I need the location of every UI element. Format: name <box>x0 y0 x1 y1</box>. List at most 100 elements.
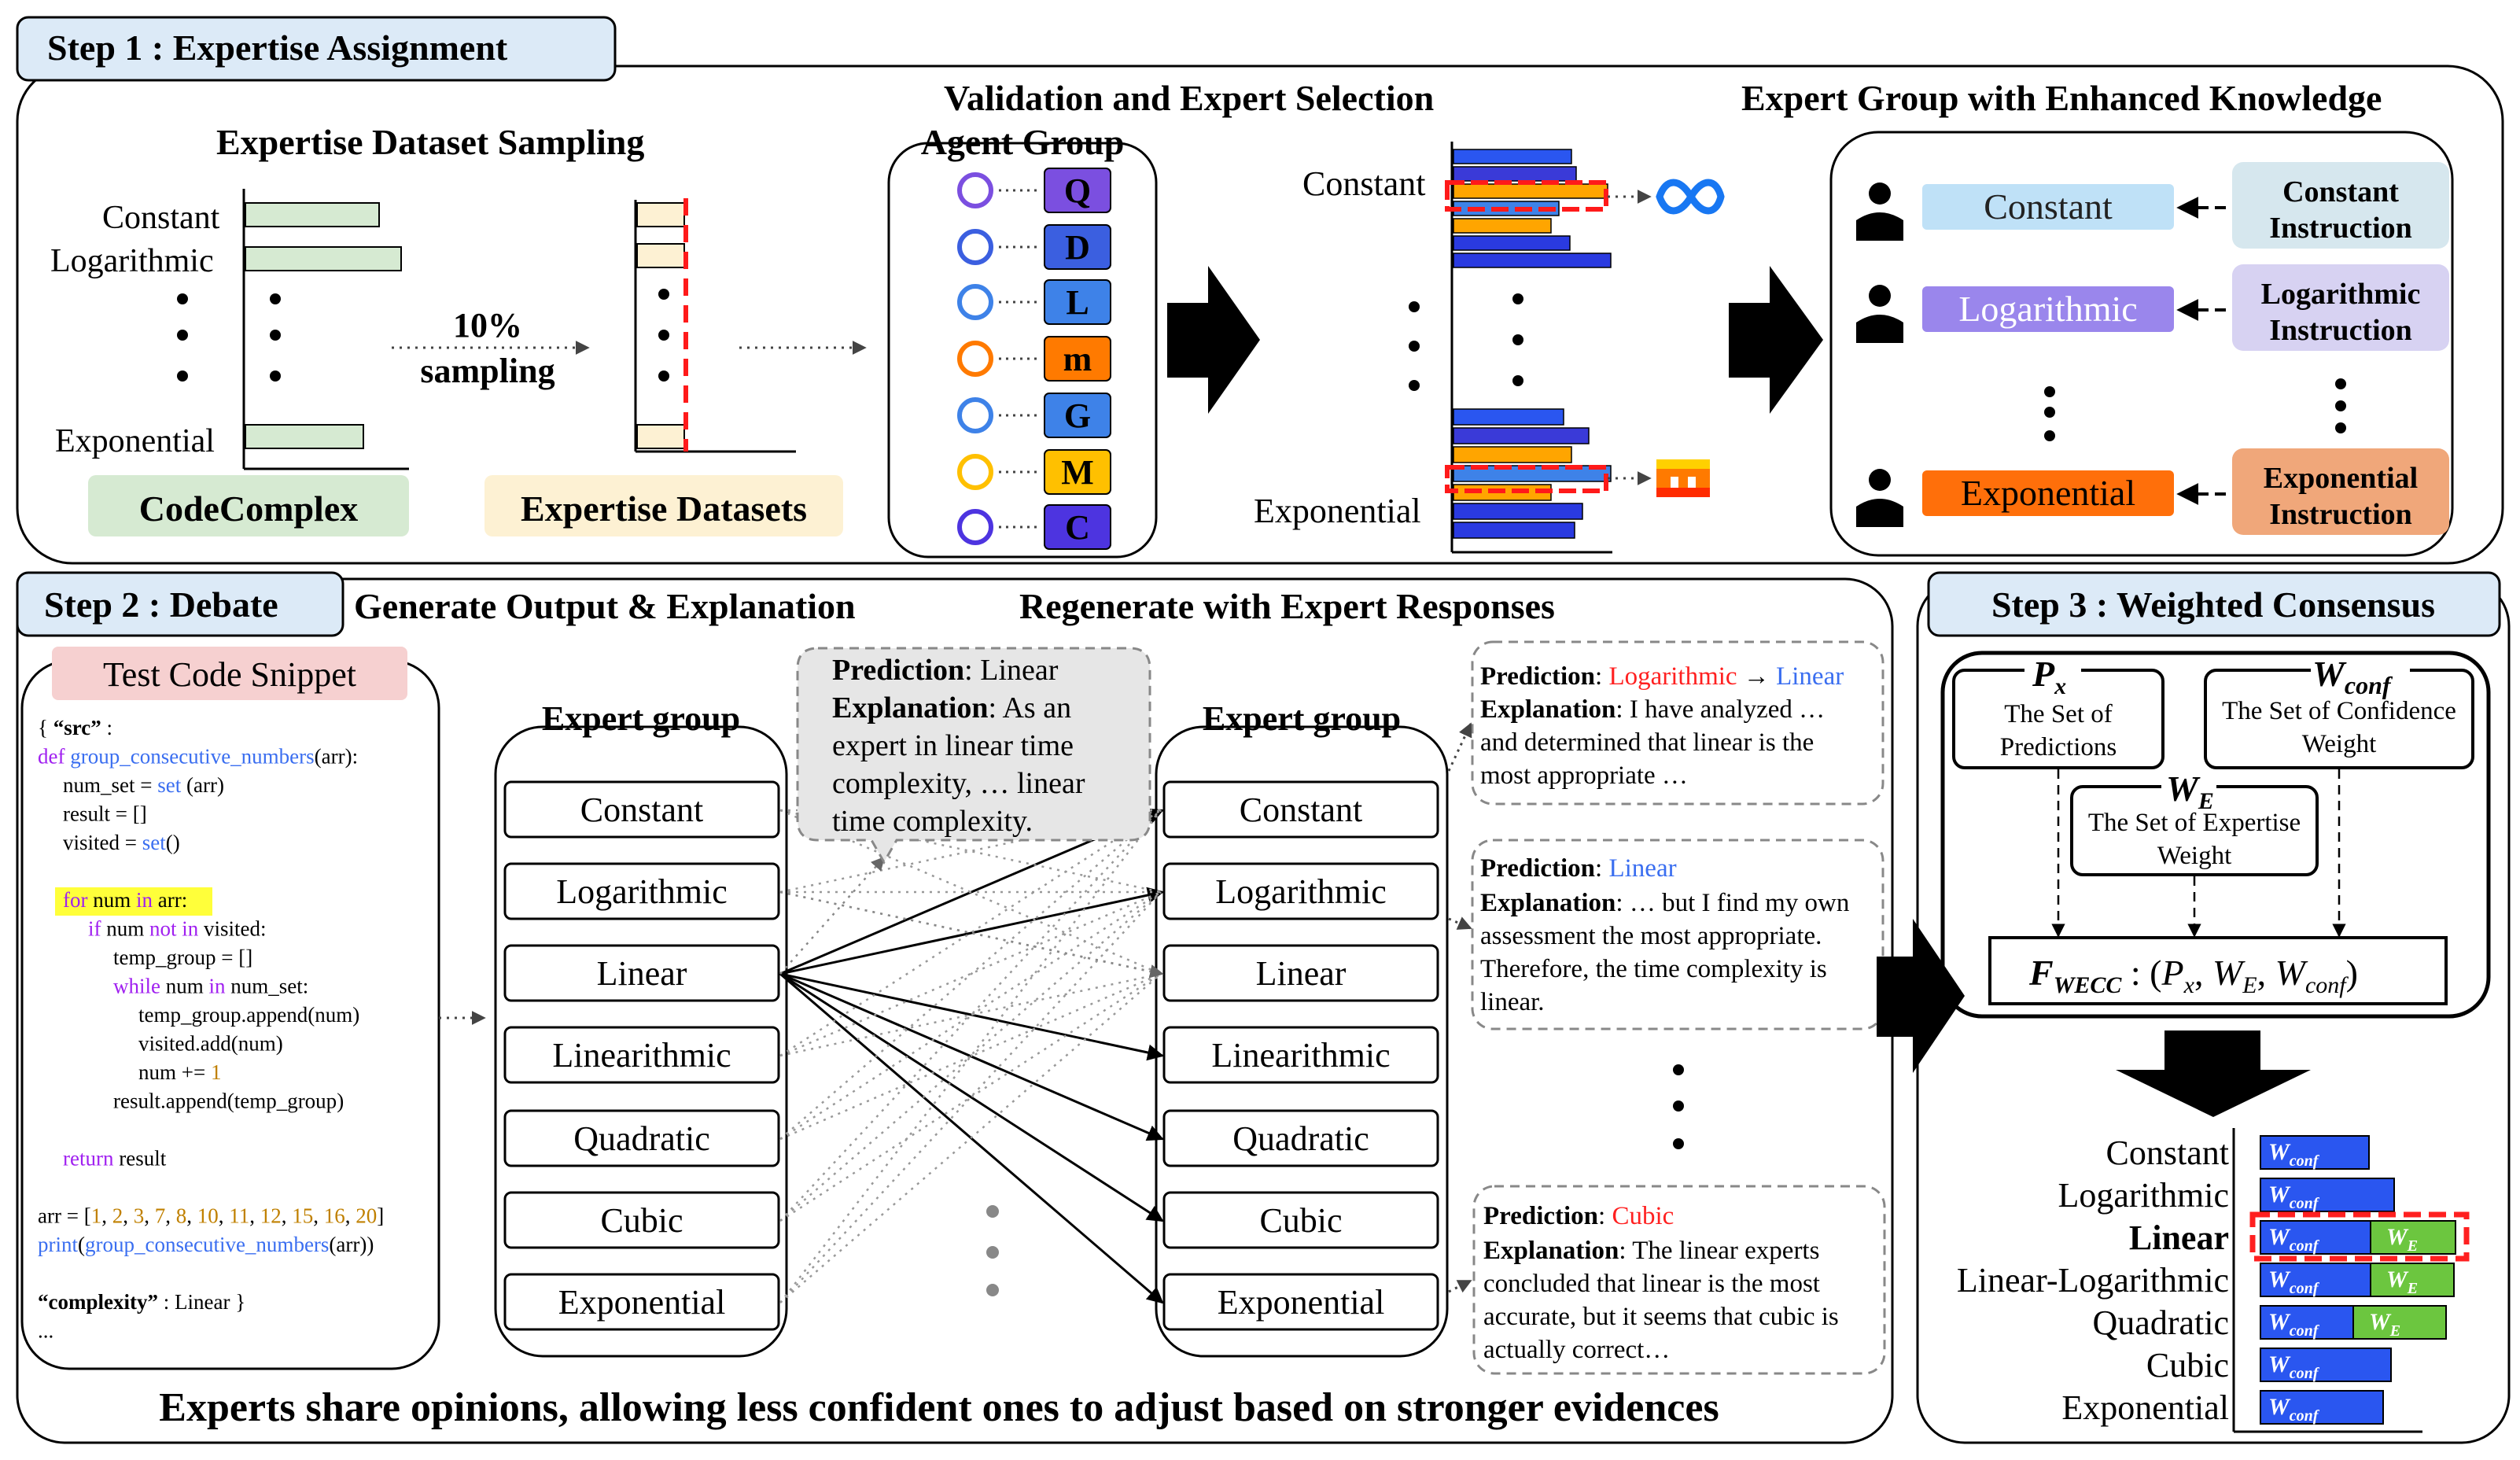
code-line: num_set = set (arr) <box>63 773 224 797</box>
val-bottom-bar <box>1453 446 1572 463</box>
val-highlight-constant <box>1445 180 1608 212</box>
we-bar <box>2352 1305 2447 1340</box>
svg-text:Prediction: Linear: Prediction: Linear <box>832 654 1059 687</box>
wconf-bar-label: Wconf <box>2268 1394 2320 1425</box>
code-line: temp_group.append(num) <box>138 1003 359 1027</box>
we-bar <box>2370 1220 2456 1255</box>
step2-panel: Step 2 : Debate Generate Output & Explan… <box>16 571 1894 1444</box>
svg-text:Explanation: … but I find my o: Explanation: … but I find my own <box>1480 889 1849 917</box>
label-constant: Constant <box>102 200 220 236</box>
wconf-bar-label: Wconf <box>2268 1309 2320 1340</box>
code-line: if num not in visited: <box>88 917 267 941</box>
response-2-new: Linear <box>1608 854 1676 883</box>
final-cat-label: Linear-Logarithmic <box>1957 1261 2229 1300</box>
expert-person-icon <box>1869 182 1891 205</box>
code-line: visited = set() <box>63 831 180 854</box>
val-top-bar <box>1453 235 1571 251</box>
response-1-old: Logarithmic <box>1608 662 1737 691</box>
code-line: result = [] <box>63 802 147 826</box>
mistral-icon <box>1656 459 1710 497</box>
expert-group-left-label: Expert group <box>542 699 740 738</box>
speech-bubble: Prediction: Linear Explanation: As an ex… <box>796 647 1151 865</box>
response-1: Prediction: Logarithmic → Linear Explana… <box>1471 640 1884 806</box>
right-expert-label: Cubic <box>1259 1201 1342 1240</box>
svg-text:Predictions: Predictions <box>2000 733 2117 761</box>
expertise-datasets-label: Expertise Datasets <box>521 489 807 529</box>
wconf-bar-label: Wconf <box>2268 1182 2320 1212</box>
enhanced-box <box>1829 131 2454 557</box>
final-cat-label: Logarithmic <box>2058 1176 2230 1215</box>
svg-text:Prediction: Linear: Prediction: Linear <box>1480 854 1677 883</box>
instruction-constant <box>2232 162 2449 249</box>
val-top-bar <box>1453 218 1552 234</box>
expert-constant <box>1922 184 2174 230</box>
code-line: “complexity” : Linear } <box>38 1290 245 1314</box>
dotted-edge <box>779 890 1164 979</box>
cc-bar-exponential <box>245 424 364 449</box>
test-snippet-label: Test Code Snippet <box>103 655 356 694</box>
step3-tab <box>1927 571 2501 637</box>
big-arrow-2 <box>1729 266 1823 414</box>
right-expert-cubic <box>1162 1191 1439 1249</box>
right-expert-label: Exponential <box>1218 1283 1385 1322</box>
svg-text:Prediction: Cubic: Prediction: Cubic <box>1483 1202 1674 1230</box>
svg-text:and determined that linear is: and determined that linear is the <box>1480 728 1814 757</box>
code-highlight <box>55 887 212 916</box>
expert-group-right-box <box>1155 725 1449 1358</box>
gemma-icon <box>957 397 993 433</box>
instruction-logarithmic <box>2232 264 2449 351</box>
left-expert-linearithmic <box>503 1026 780 1084</box>
svg-text:assessment the most appropriat: assessment the most appropriate. <box>1480 922 1822 950</box>
left-expert-label: Cubic <box>600 1201 683 1240</box>
instruction-line: Instruction <box>2269 314 2412 347</box>
response-3: Prediction: Cubic Explanation: The linea… <box>1472 1185 1886 1375</box>
ed-bar-3 <box>636 424 685 449</box>
qwen-icon <box>957 172 993 208</box>
dotted-edge <box>779 809 1162 1303</box>
formula-box <box>1988 936 2448 1005</box>
wconf-bar <box>2260 1178 2395 1212</box>
left-expert-label: Exponential <box>558 1283 726 1322</box>
linear-expert-edge <box>779 972 1165 1061</box>
step2-tab <box>16 571 344 637</box>
agent-badge-G <box>1044 393 1111 438</box>
expert-name: Constant <box>1984 186 2113 227</box>
expertise-datasets-badge <box>484 475 843 536</box>
wconf-bar <box>2260 1348 2392 1382</box>
instruction-line: Instruction <box>2269 212 2412 245</box>
final-cat-label: Quadratic <box>2093 1303 2229 1342</box>
right-expert-label: Linear <box>1256 954 1347 993</box>
wconf-bar <box>2260 1390 2384 1425</box>
svg-text:Explanation: As an: Explanation: As an <box>832 691 1071 724</box>
wconf-bar <box>2260 1220 2371 1255</box>
svg-text:The Set of Confidence: The Set of Confidence <box>2222 697 2456 725</box>
val-top-bar <box>1453 149 1572 164</box>
agent-letter: M <box>1061 453 1094 492</box>
bubble-expl-line-1: : As an <box>989 691 1072 724</box>
linear-highlight <box>2249 1211 2470 1262</box>
left-expert-label: Linearithmic <box>552 1036 731 1075</box>
dotted-edge <box>779 856 886 975</box>
instruction-line: Exponential <box>2264 462 2418 495</box>
step3-tab-label: Step 3 : Weighted Consensus <box>1991 584 2435 625</box>
ed-bar-1 <box>636 202 685 227</box>
left-expert-constant <box>503 780 780 839</box>
val-label-constant: Constant <box>1302 164 1425 203</box>
final-cat-label: Linear <box>2129 1219 2229 1257</box>
expert-exponential <box>1922 470 2174 516</box>
svg-text:Explanation: I have analyzed …: Explanation: I have analyzed … <box>1480 695 1825 724</box>
dotted-edge <box>779 972 1162 1057</box>
bubble-expl-label: Explanation <box>832 691 989 724</box>
code-line: arr = [1, 2, 3, 7, 8, 10, 11, 12, 15, 16… <box>38 1204 384 1228</box>
we-bar-label: WE <box>2386 1266 2418 1297</box>
agent-letter: Q <box>1064 171 1091 210</box>
code-line: num += 1 <box>138 1060 221 1084</box>
left-expert-label: Logarithmic <box>556 872 728 911</box>
wconf-bar <box>2260 1135 2370 1170</box>
enhanced-title: Expert Group with Enhanced Knowledge <box>1741 78 2382 118</box>
sampling-pct: 10% <box>453 306 522 345</box>
val-bottom-bar <box>1453 427 1590 444</box>
code-line: result.append(temp_group) <box>113 1089 344 1113</box>
agent-letter: G <box>1064 396 1091 435</box>
step1-tab <box>16 16 617 82</box>
